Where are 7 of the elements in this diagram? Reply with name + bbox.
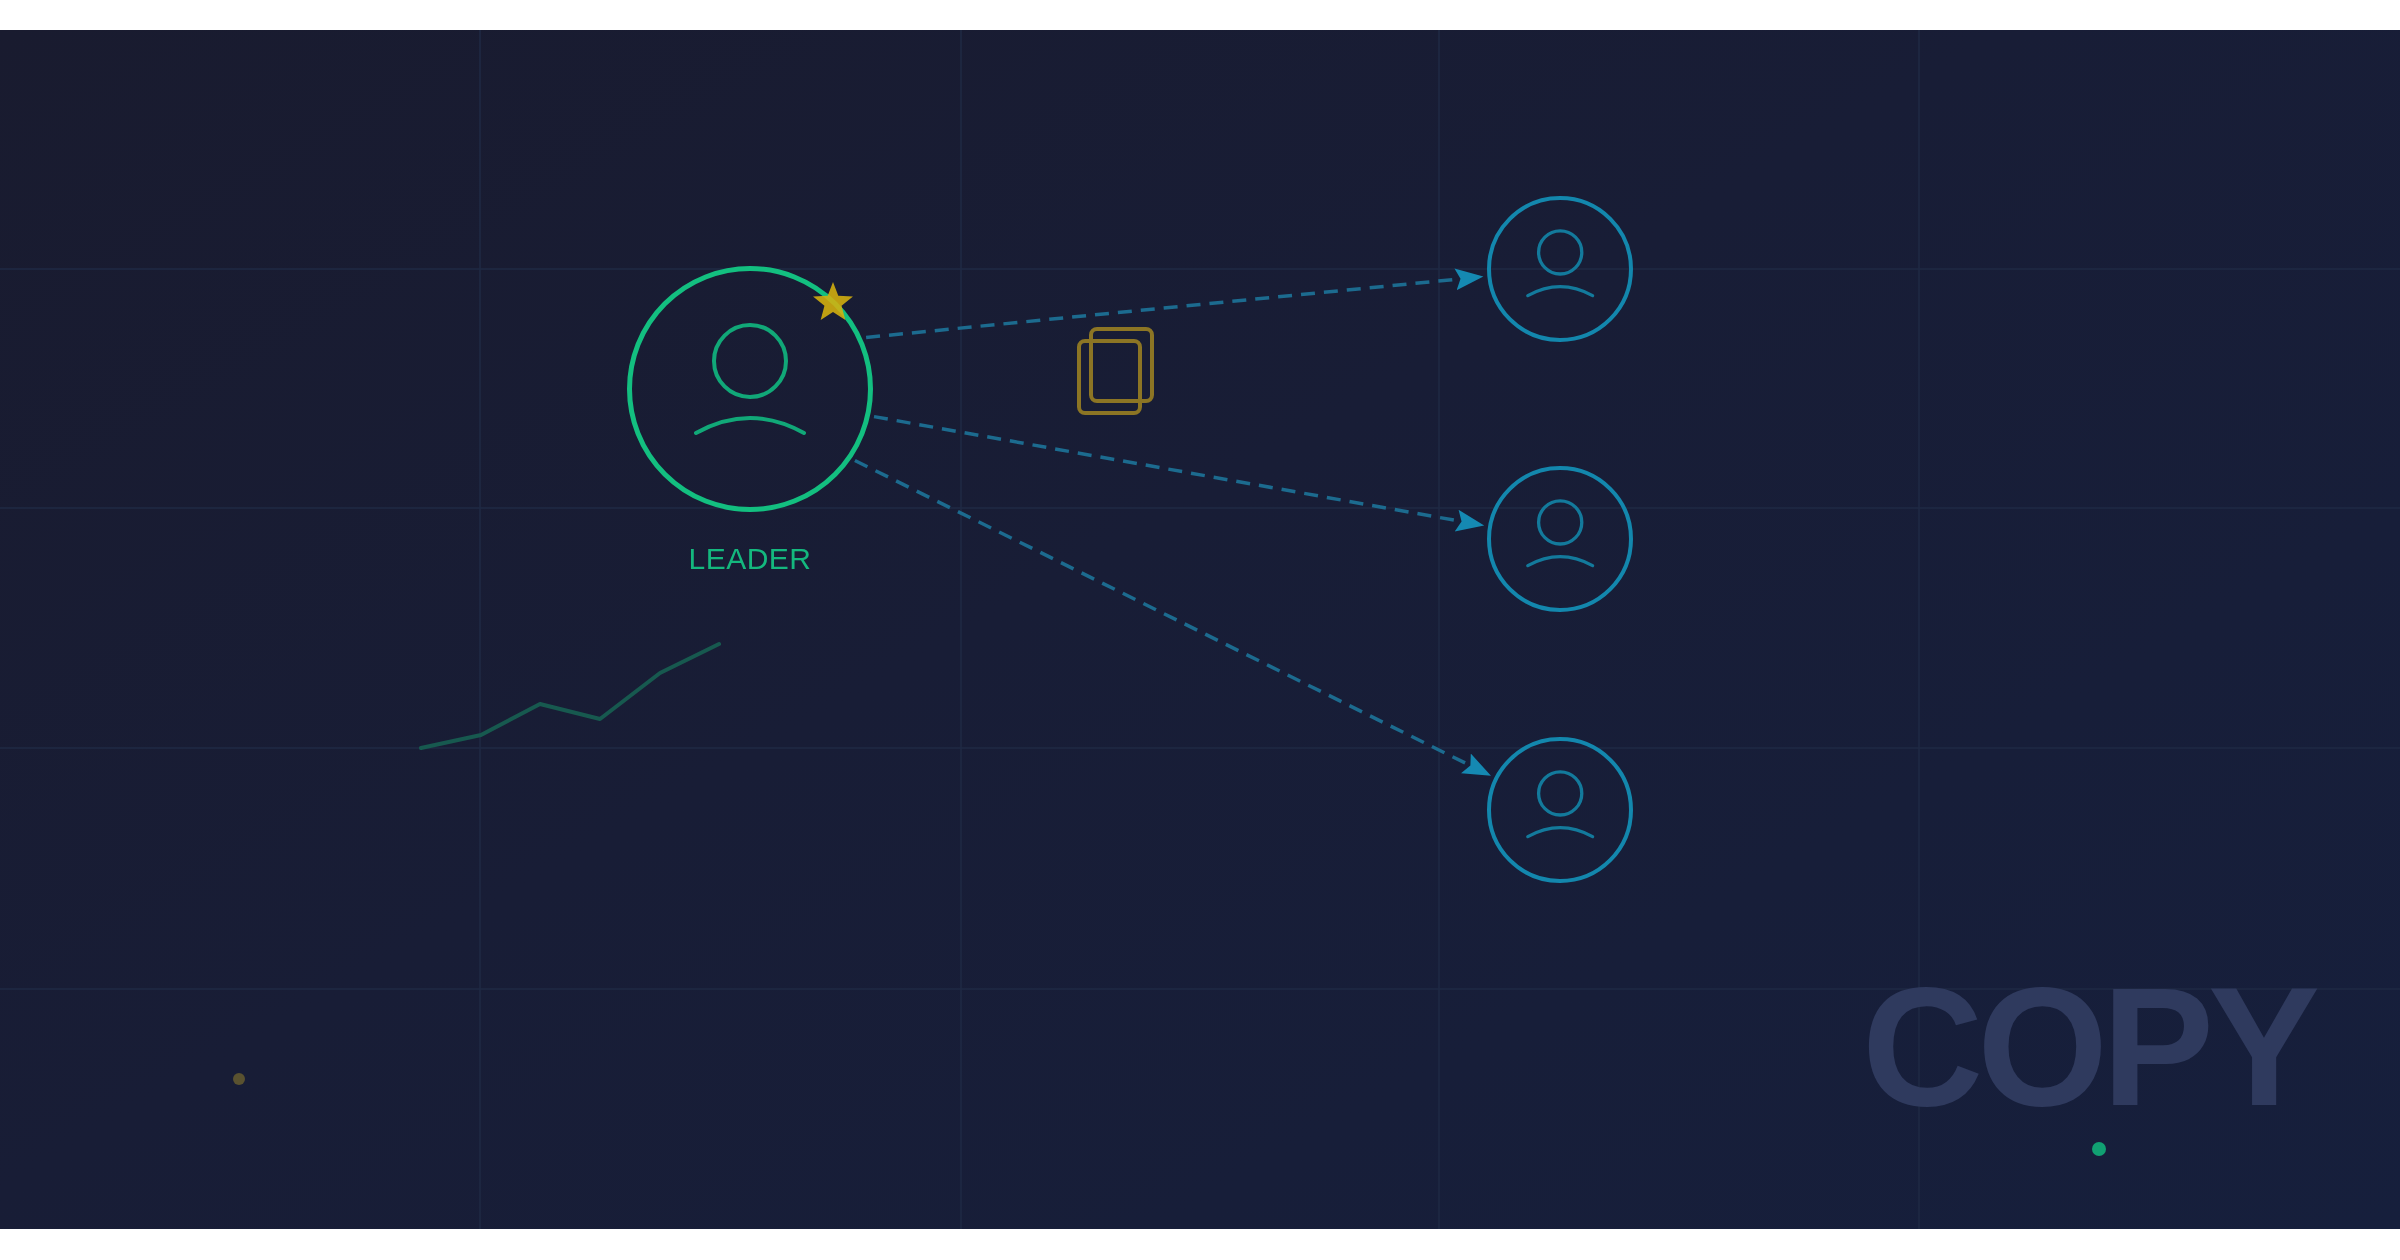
avatar-ring [1487,737,1633,883]
avatar-ring [1487,196,1633,342]
dashed-arrow [854,458,1492,778]
dashed-arrow [865,268,1484,340]
dashed-arrow [873,414,1485,532]
node-label: LEADER [688,542,812,576]
avatar-ring [1487,466,1633,612]
